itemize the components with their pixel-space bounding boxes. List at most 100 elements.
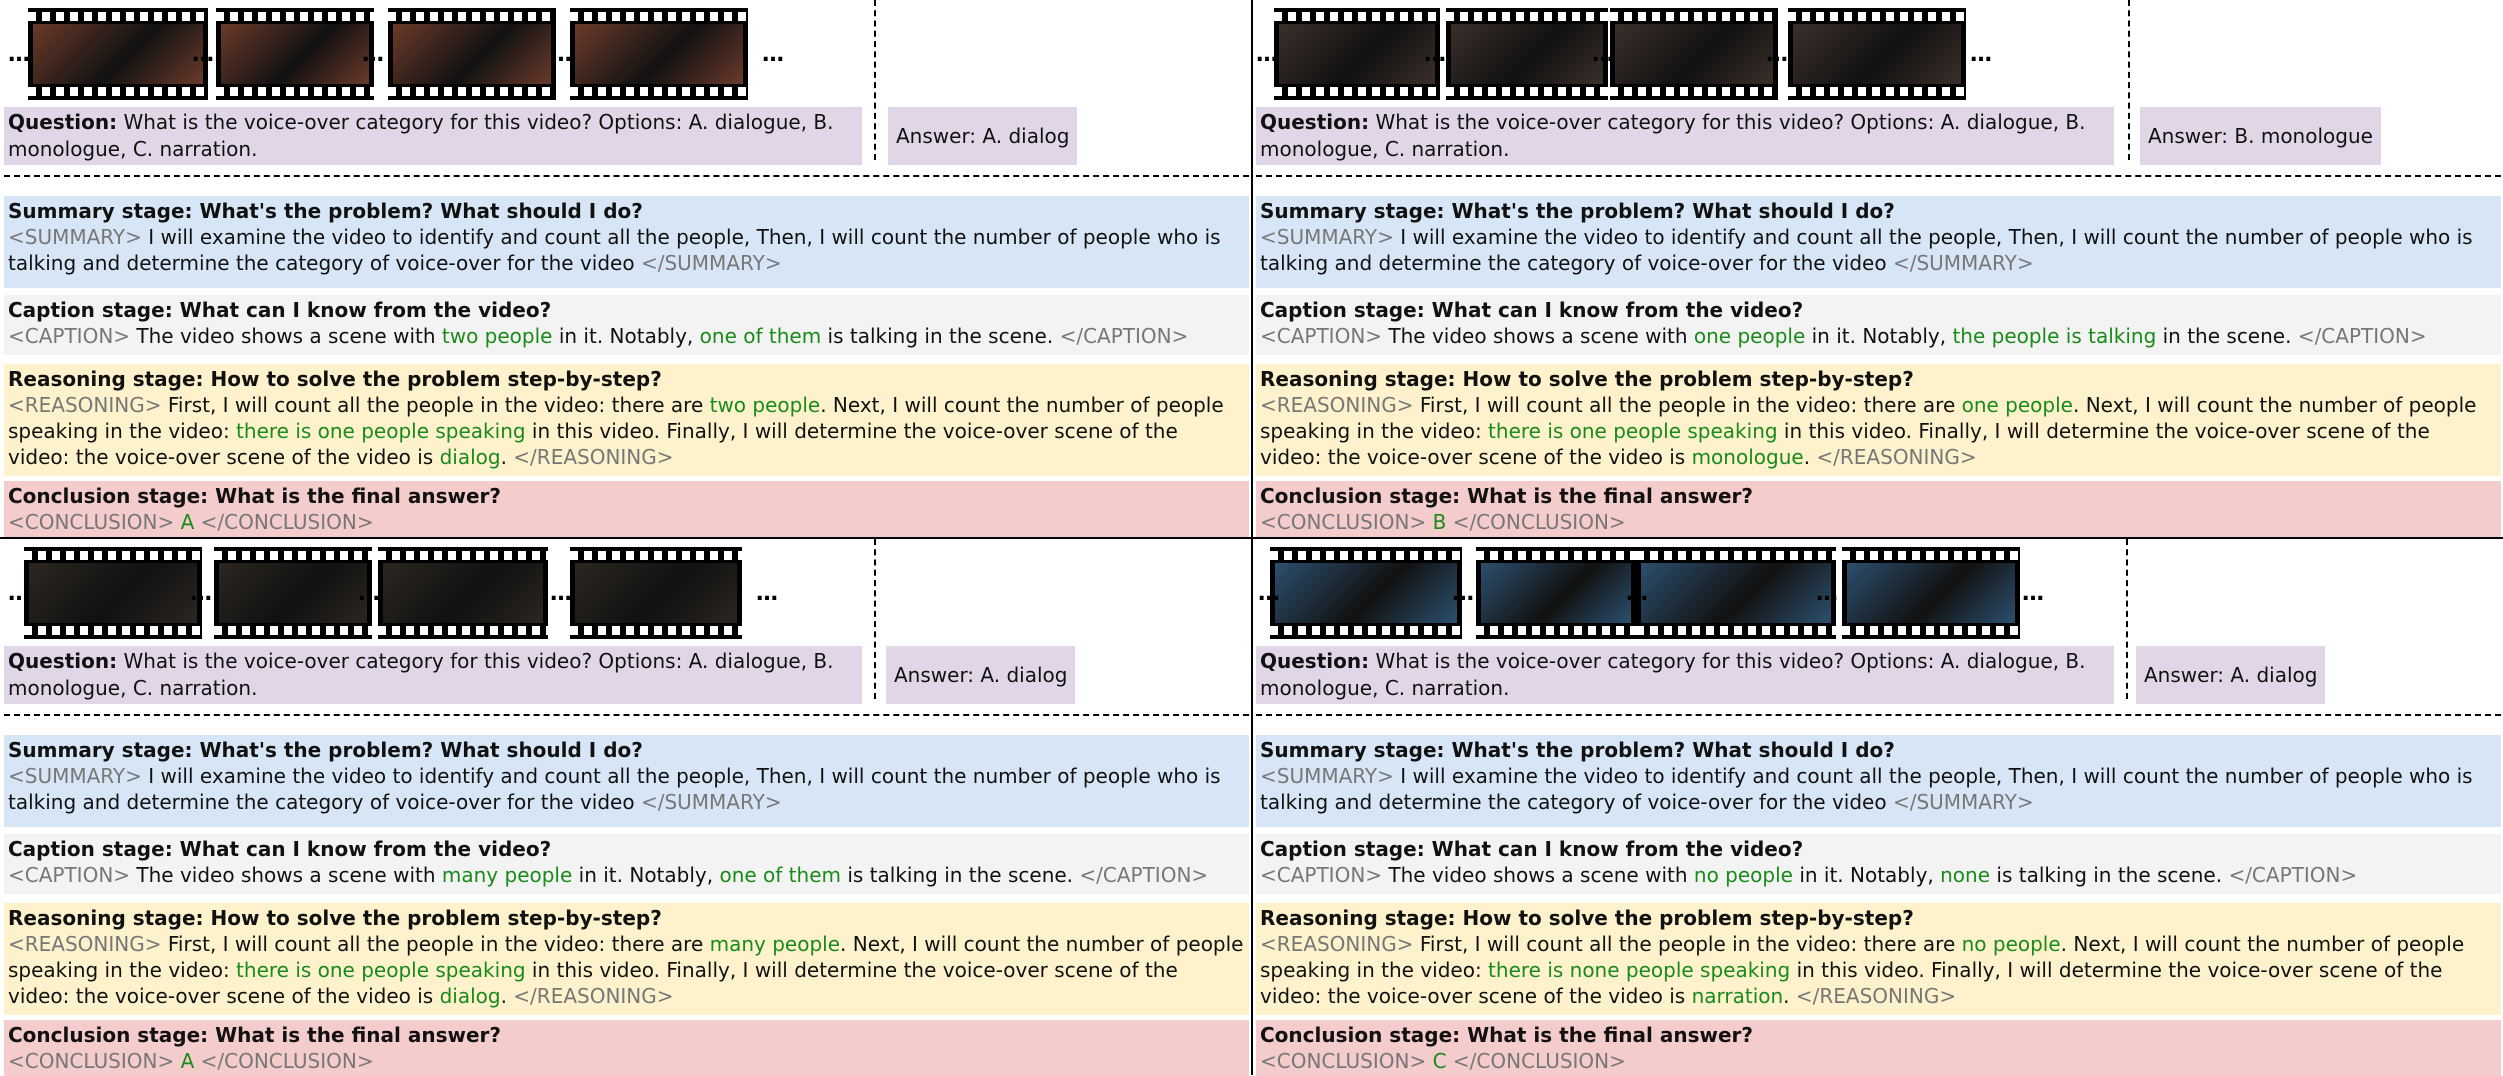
reasoning-title: Reasoning stage: How to solve the proble… [8, 906, 662, 930]
video-frame-image [575, 24, 743, 84]
caption-text: is talking in the scene. [847, 863, 1074, 887]
reasoning-text: in this video. Finally, I will determine… [1260, 958, 2443, 1008]
video-frame-image [383, 563, 543, 623]
video-frame [388, 8, 556, 100]
ellipsis-icon: … [1970, 42, 1993, 67]
reasoning-close-tag: </REASONING> [1816, 445, 1977, 469]
question-label: Question: [1260, 649, 1370, 673]
caption-title: Caption stage: What can I know from the … [1260, 837, 1804, 861]
caption-close-tag: </CAPTION> [1079, 863, 1209, 887]
ellipsis-icon: … [1592, 42, 1615, 67]
caption-title: Caption stage: What can I know from the … [8, 837, 552, 861]
caption-highlight: none [1940, 863, 1991, 887]
dashed-separator [1256, 175, 2501, 177]
conclusion-open-tag: <CONCLUSION> [8, 510, 175, 534]
reasoning-open-tag: <REASONING> [1260, 932, 1414, 956]
video-frame [216, 8, 374, 100]
dashed-divider [2128, 0, 2130, 160]
caption-close-tag: </CAPTION> [2297, 324, 2427, 348]
caption-stage: Caption stage: What can I know from the … [4, 834, 1249, 894]
summary-open-tag: <SUMMARY> [1260, 225, 1394, 249]
dashed-separator [1256, 714, 2501, 716]
reasoning-stage: Reasoning stage: How to solve the proble… [4, 364, 1249, 476]
video-frame-image [1275, 563, 1457, 623]
caption-text: is talking in the scene. [1996, 863, 2223, 887]
question-text: What is the voice-over category for this… [8, 110, 834, 161]
reasoning-highlight: dialog [439, 984, 501, 1008]
video-frame-image [221, 24, 369, 84]
reasoning-highlight: there is one people speaking [1488, 419, 1778, 443]
caption-text: is talking in the scene. [827, 324, 1054, 348]
caption-text: The video shows a scene with [136, 863, 436, 887]
caption-open-tag: <CAPTION> [1260, 863, 1383, 887]
ellipsis-icon: … [358, 581, 381, 606]
caption-close-tag: </CAPTION> [1059, 324, 1189, 348]
video-frame-image [1615, 24, 1773, 84]
video-frame-image [33, 24, 203, 84]
reasoning-title: Reasoning stage: How to solve the proble… [8, 367, 662, 391]
reasoning-text: First, I will count all the people in th… [167, 393, 704, 417]
caption-highlight: one people [1693, 324, 1806, 348]
ellipsis-icon: … [192, 42, 215, 67]
reasoning-close-tag: </REASONING> [513, 984, 674, 1008]
conclusion-title: Conclusion stage: What is the final answ… [1260, 1023, 1753, 1047]
summary-title: Summary stage: What's the problem? What … [1260, 199, 1895, 223]
reasoning-stage: Reasoning stage: How to solve the proble… [4, 903, 1249, 1015]
answer-box: Answer: A. dialog [2136, 646, 2326, 704]
conclusion-title: Conclusion stage: What is the final answ… [8, 484, 501, 508]
caption-text: in the scene. [2162, 324, 2292, 348]
video-frame-image [1451, 24, 1603, 84]
reasoning-close-tag: </REASONING> [513, 445, 674, 469]
conclusion-close-tag: </CONCLUSION> [1452, 1049, 1626, 1073]
answer-box: Answer: A. dialog [888, 107, 1078, 165]
conclusion-close-tag: </CONCLUSION> [1452, 510, 1626, 534]
caption-open-tag: <CAPTION> [8, 324, 131, 348]
question-label: Question: [8, 649, 118, 673]
ellipsis-icon: … [8, 581, 31, 606]
dashed-divider [2126, 539, 2128, 699]
reasoning-text: in this video. Finally, I will determine… [8, 958, 1178, 1008]
video-frame [1842, 547, 2020, 639]
summary-stage: Summary stage: What's the problem? What … [4, 196, 1249, 288]
ellipsis-icon: … [1766, 42, 1789, 67]
video-frame [1636, 547, 1836, 639]
caption-highlight: the people is talking [1952, 324, 2157, 348]
summary-title: Summary stage: What's the problem? What … [8, 199, 643, 223]
reasoning-text: . Next, I will count the number of peopl… [1260, 932, 2465, 982]
video-frame-image [1279, 24, 1435, 84]
video-frame-image [29, 563, 197, 623]
ellipsis-icon: … [1256, 42, 1279, 67]
answer-box: Answer: A. dialog [886, 646, 1076, 704]
ellipsis-icon: … [1626, 581, 1649, 606]
dashed-divider [874, 0, 876, 160]
question-box: Question: What is the voice-over categor… [1256, 107, 2114, 165]
video-frame [570, 547, 742, 639]
reasoning-text: First, I will count all the people in th… [1419, 393, 1956, 417]
caption-title: Caption stage: What can I know from the … [8, 298, 552, 322]
reasoning-highlight: there is none people speaking [1488, 958, 1791, 982]
caption-text: in it. Notably, [1799, 863, 1934, 887]
conclusion-stage: Conclusion stage: What is the final answ… [1256, 1020, 2501, 1076]
video-frame [1476, 547, 1636, 639]
video-frame [378, 547, 548, 639]
reasoning-text: First, I will count all the people in th… [167, 932, 704, 956]
video-frame [570, 8, 748, 100]
conclusion-value: A [180, 510, 195, 534]
summary-stage: Summary stage: What's the problem? What … [4, 735, 1249, 827]
reasoning-text: . [1803, 445, 1811, 469]
ellipsis-icon: … [190, 581, 213, 606]
conclusion-open-tag: <CONCLUSION> [1260, 1049, 1427, 1073]
video-frame-image [1793, 24, 1961, 84]
reasoning-stage: Reasoning stage: How to solve the proble… [1256, 364, 2501, 476]
summary-close-tag: </SUMMARY> [1892, 790, 2034, 814]
question-box: Question: What is the voice-over categor… [1256, 646, 2114, 704]
reasoning-open-tag: <REASONING> [8, 393, 162, 417]
summary-open-tag: <SUMMARY> [8, 764, 142, 788]
ellipsis-icon: … [550, 42, 573, 67]
reasoning-highlight: one people [1961, 393, 2073, 417]
ellipsis-icon: … [762, 42, 785, 67]
reasoning-text: . [500, 445, 507, 469]
ellipsis-icon: … [756, 581, 779, 606]
conclusion-value: A [180, 1049, 195, 1073]
summary-text: I will examine the video to identify and… [8, 764, 1221, 814]
